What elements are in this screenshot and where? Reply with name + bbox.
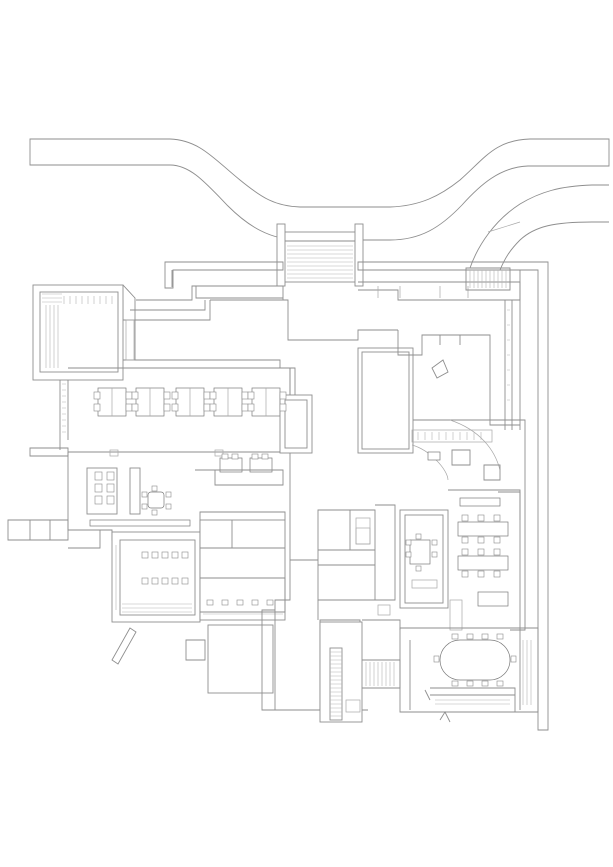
chair [461,514,469,522]
chair [496,633,504,640]
chair [94,483,103,493]
chair [141,577,149,585]
chair [279,391,287,400]
chair [405,539,412,546]
chair [477,570,485,578]
chair [477,514,485,522]
chair [241,391,249,400]
chair [93,391,101,400]
chair [165,491,172,498]
chair [477,548,485,556]
chair [231,453,239,460]
chair [141,503,148,510]
desk-cluster [249,457,273,473]
chair [125,391,133,400]
chair [493,548,501,556]
chair [466,680,474,687]
chair [209,391,217,400]
chair [163,403,171,412]
workstation-row [457,521,509,537]
chair [94,471,103,481]
chair [466,633,474,640]
chair [165,503,172,510]
chair [415,533,422,540]
chair [279,403,287,412]
chair [251,599,259,606]
chair [151,551,159,559]
chair [181,577,189,585]
chair [493,514,501,522]
chair [151,509,158,516]
chair [125,403,133,412]
desk-cluster [219,457,243,473]
chair [261,453,269,460]
entrance-walkway [29,138,610,271]
meeting-rooms-left [111,511,286,623]
chair [203,391,211,400]
workstation-row [457,555,509,571]
chair [171,577,179,585]
left-entrance-ramp [7,519,101,549]
chair [236,599,244,606]
chair [209,403,217,412]
chair [451,633,459,640]
chair [141,491,148,498]
chair [493,536,501,544]
right-small-meeting-room [399,509,449,609]
chair [493,570,501,578]
chair [461,536,469,544]
chair [431,539,438,546]
chair [461,548,469,556]
chair [433,655,440,663]
chair [206,599,214,606]
chair [221,453,229,460]
chair [106,495,115,505]
chair [161,551,169,559]
chair [251,453,259,460]
chair [496,680,504,687]
chair [481,680,489,687]
chair [415,565,422,572]
chair [241,403,249,412]
chair [405,551,412,558]
chair [106,471,115,481]
chair [481,633,489,640]
chair [141,551,149,559]
chair [163,391,171,400]
chair [106,483,115,493]
chair [203,403,211,412]
chair [93,403,101,412]
chair [171,551,179,559]
entrance-stair [276,223,364,287]
chair [431,551,438,558]
chairs-layer [93,391,517,687]
chair [131,403,139,412]
right-workstation-area [448,489,521,631]
chair [451,680,459,687]
left-upper-wing [32,284,136,450]
chair [247,403,255,412]
chair [171,391,179,400]
chair [221,599,229,606]
chair [151,485,158,492]
chair [151,577,159,585]
lower-left-pillars [111,624,274,694]
chair [510,655,517,663]
chair [161,577,169,585]
lower-right-meeting-room [399,627,539,723]
chair [171,403,179,412]
chair [94,495,103,505]
chair [181,551,189,559]
chair [477,536,485,544]
chair [266,599,274,606]
right-wing [397,300,526,631]
central-stair [261,604,401,723]
chair [461,570,469,578]
chair [247,391,255,400]
chair [131,391,139,400]
lounge-table [147,491,165,509]
